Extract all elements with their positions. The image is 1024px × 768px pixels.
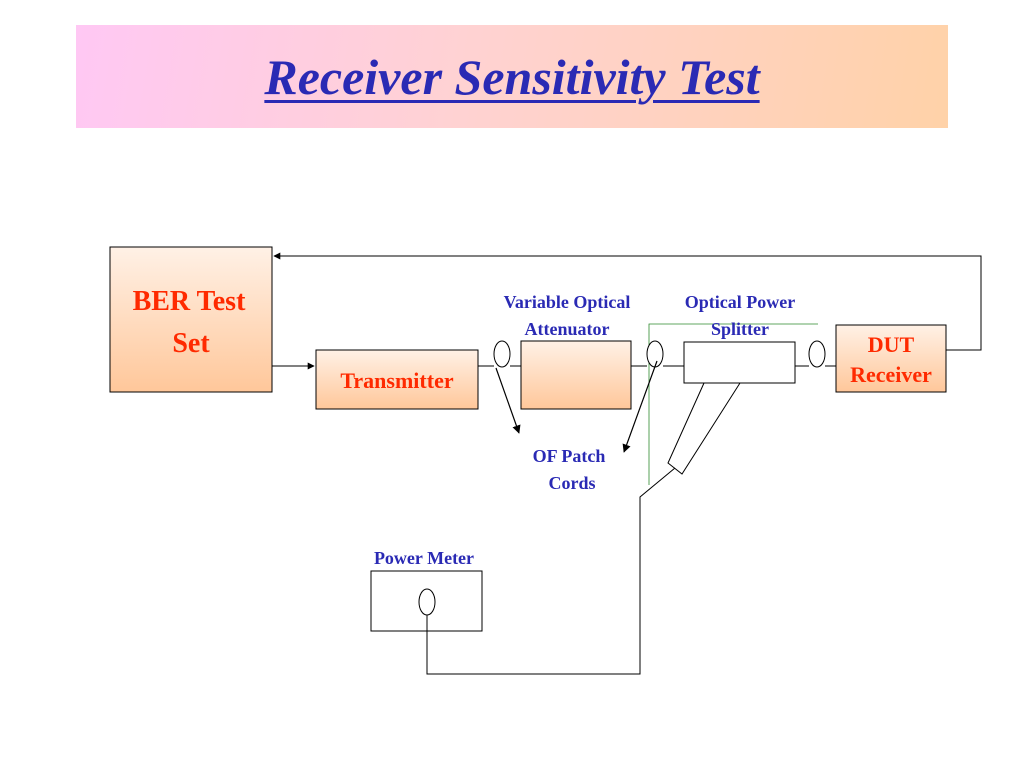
ber-test-set-label-line2: Set: [172, 328, 210, 359]
ber-test-set-label-line1: BER Test: [133, 286, 246, 317]
dut-receiver-label-line1: DUT: [868, 332, 915, 357]
dut-receiver-label-line2: Receiver: [850, 362, 932, 387]
ber-test-set-block: BER Test Set: [109, 246, 273, 393]
optical-power-splitter-block: [667, 341, 796, 475]
title-banner: Receiver Sensitivity Test: [76, 25, 948, 128]
transmitter-label: Transmitter: [340, 368, 453, 393]
variable-optical-attenuator-label-line2: Attenuator: [525, 319, 610, 339]
connector-icon: [808, 340, 826, 368]
variable-optical-attenuator-block: [520, 340, 632, 410]
optical-power-splitter-label-line1: Optical Power: [685, 292, 795, 312]
fiber-connectors: [418, 340, 826, 616]
power-meter-label: Power Meter: [374, 548, 474, 568]
connector-icon: [646, 340, 664, 368]
patch-cord-arrows: [495, 360, 658, 453]
page-title: Receiver Sensitivity Test: [264, 48, 760, 105]
of-patch-cords-label-line1: OF Patch: [533, 446, 606, 466]
splitter-guide-lines: [648, 323, 818, 485]
connector-icon: [418, 588, 436, 616]
of-patch-cords-label-line2: Cords: [548, 473, 595, 493]
connection-lines: [272, 252, 982, 675]
dut-receiver-block: DUT Receiver: [835, 324, 947, 393]
transmitter-block: Transmitter: [315, 349, 479, 410]
variable-optical-attenuator-label-line1: Variable Optical: [504, 292, 631, 312]
connector-icon: [493, 340, 511, 368]
optical-power-splitter-label-line2: Splitter: [711, 319, 769, 339]
